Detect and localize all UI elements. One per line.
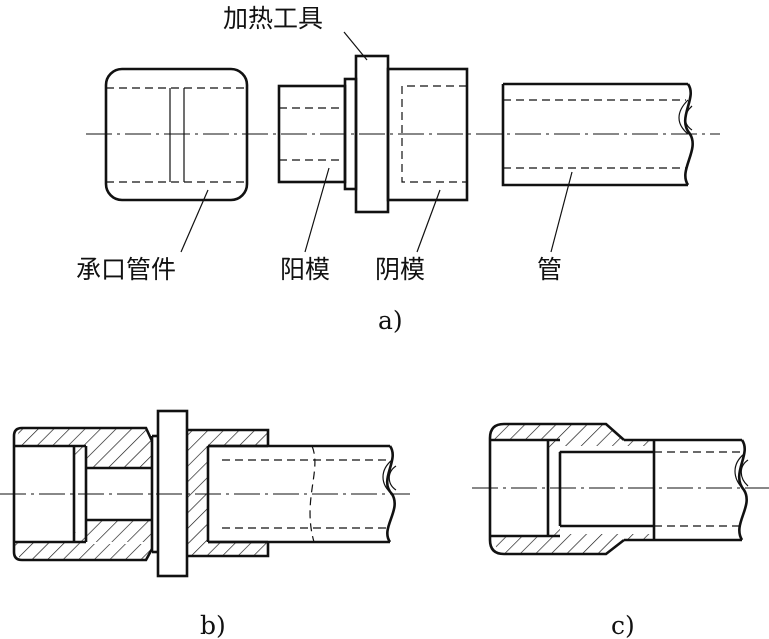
female-die-section <box>187 428 270 558</box>
female-die-label: 阴模 <box>375 255 425 284</box>
subfigure-c-caption: c) <box>611 611 635 639</box>
pipe-label: 管 <box>537 255 562 284</box>
female-die-part <box>386 67 469 202</box>
pipe-c <box>624 438 749 542</box>
figure-b: b) <box>0 409 410 639</box>
socket-fitting-part <box>104 67 249 202</box>
figure-a: 加热工具 承口管件 阳模 阴模 管 a) <box>76 4 720 335</box>
male-die-section <box>86 436 154 552</box>
male-die-label: 阳模 <box>280 255 330 284</box>
pipe-part <box>501 82 694 187</box>
heating-tool-label: 加热工具 <box>223 4 323 33</box>
subfigure-a-caption: a) <box>378 306 403 335</box>
figure-c: c) <box>472 422 769 639</box>
socket-fitting-label: 承口管件 <box>76 255 176 284</box>
socket-fitting-joined <box>488 422 656 556</box>
subfigure-b-caption: b) <box>200 611 226 639</box>
